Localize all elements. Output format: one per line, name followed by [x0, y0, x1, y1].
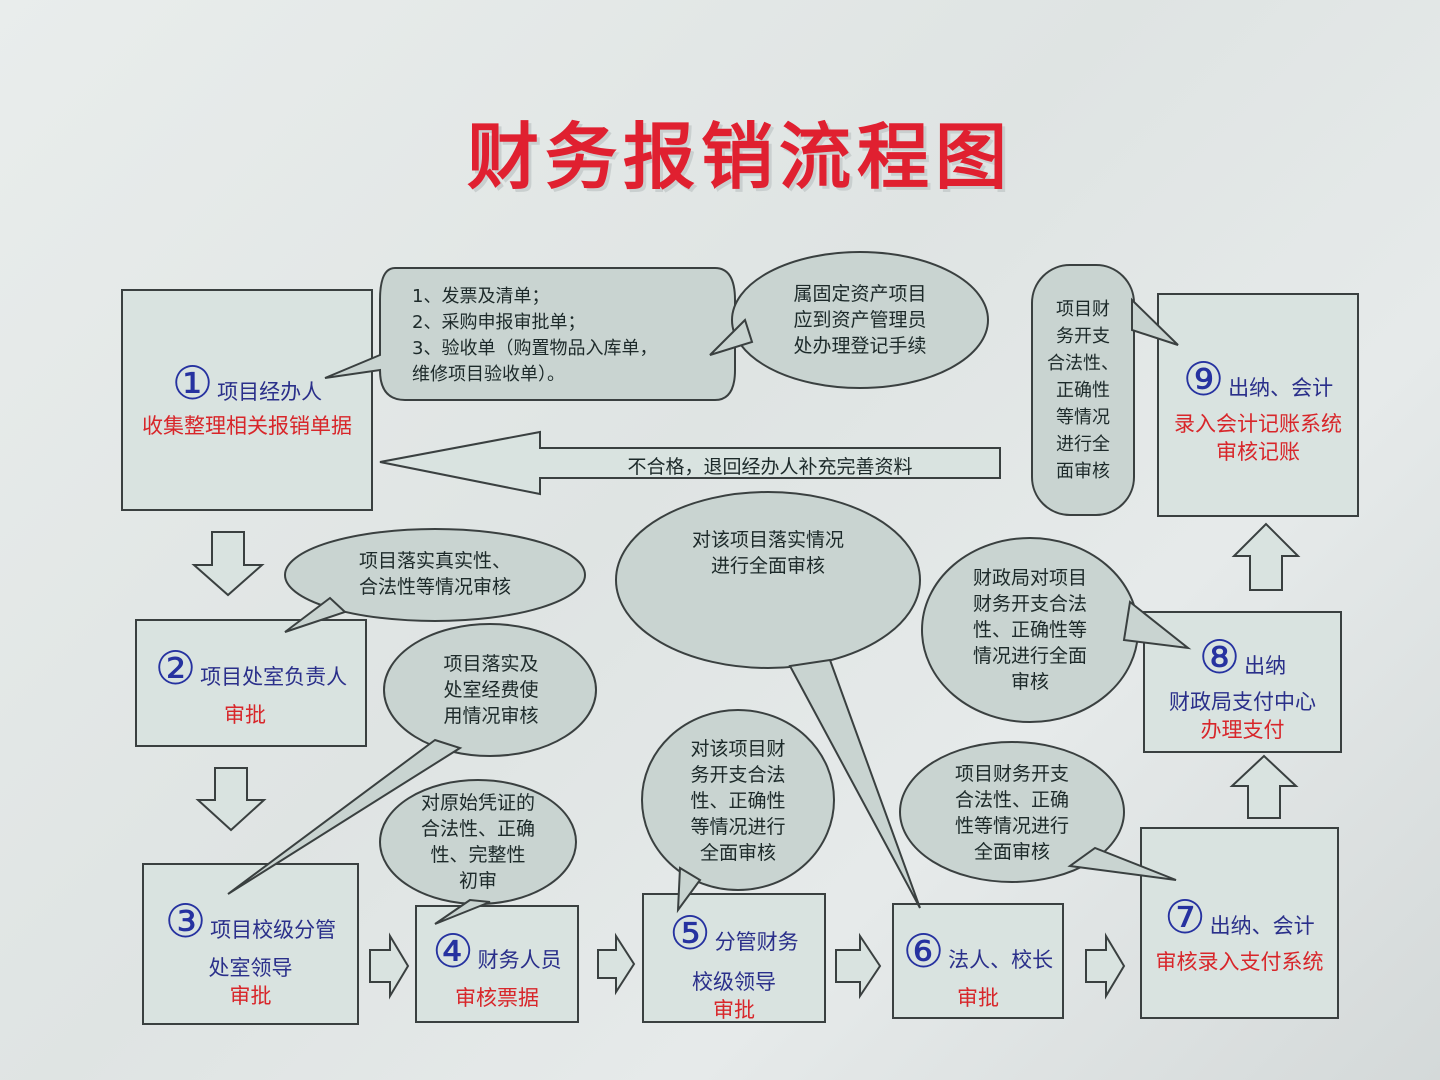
- step-7-box: [1140, 827, 1339, 1019]
- step-7: ⑦ 出纳、会计 审核录入支付系统: [1141, 894, 1338, 976]
- step-5-number: ⑤: [669, 906, 711, 960]
- return-arrow: [379, 430, 1001, 496]
- bubble-step4: 对原始凭证的 合法性、正确 性、完整性 初审: [420, 792, 535, 892]
- step-6-role: 法人、校长: [948, 948, 1054, 972]
- bubble-step2-shape: [284, 528, 586, 622]
- bubble-step5-tail: [676, 866, 702, 914]
- step-6-action: 审批: [957, 986, 999, 1010]
- step-3-role: 项目校级分管: [210, 918, 337, 942]
- step-5-role: 分管财务: [714, 930, 799, 954]
- step-9-action-line2: 审核记账: [1216, 440, 1300, 464]
- step-1: ① 项目经办人 收集整理相关报销单据: [122, 360, 372, 440]
- step-8-action: 办理支付: [1200, 718, 1285, 742]
- bubble-step3: 项目落实及 处室经费使 用情况审核: [443, 653, 539, 727]
- bubble-step7: 项目财务开支 合法性、正确 性等情况进行 全面审核: [954, 763, 1069, 863]
- down-arrow-2-3: [195, 767, 267, 832]
- bubble-step2: 项目落实真实性、 合法性等情况审核: [358, 550, 511, 598]
- right-arrow-3-4: [369, 932, 410, 1000]
- step-3-action: 审批: [229, 984, 272, 1008]
- step-1-action: 收集整理相关报销单据: [142, 414, 352, 438]
- bubble-step2-tail: [284, 596, 347, 633]
- page-title: 财务报销流程图: [466, 115, 1013, 199]
- return-arrow-label: 不合格，退回经办人补充完善资料: [627, 456, 913, 478]
- bubble-step8-tail: [1122, 600, 1192, 650]
- bubble-docs: 1、发票及清单； 2、采购申报审批单； 3、验收单（购置物品入库单， 维修项目验…: [412, 286, 658, 385]
- bubble-step7-shape: [899, 741, 1125, 883]
- step-5-action: 审批: [713, 998, 755, 1022]
- step-1-box: [121, 289, 373, 511]
- step-7-action: 审核录入支付系统: [1155, 950, 1324, 974]
- step-2-number: ②: [154, 641, 197, 695]
- bubble-assets-tail: [709, 318, 754, 356]
- step-4-role: 财务人员: [477, 948, 562, 972]
- bubble-step9-shape: [1031, 264, 1135, 516]
- step-9: ⑨ 出纳、会计 录入会计记账系统 审核记账: [1158, 356, 1358, 466]
- step-9-number: ⑨: [1182, 352, 1225, 406]
- step-8-box: [1143, 611, 1342, 753]
- bubble-step6-shape: [615, 491, 921, 669]
- right-arrow-4-5: [597, 932, 636, 996]
- step-4: ④ 财务人员 审核票据: [416, 928, 578, 1012]
- step-4-action: 审核票据: [455, 986, 539, 1010]
- step-5-box: [642, 893, 826, 1023]
- step-6-number: ⑥: [902, 924, 945, 978]
- step-2-role: 项目处室负责人: [200, 665, 348, 689]
- step-2: ② 项目处室负责人 审批: [136, 645, 366, 729]
- bubble-step9-tail: [1131, 297, 1179, 346]
- step-9-box: [1157, 293, 1359, 517]
- step-8-role: 出纳: [1244, 654, 1287, 678]
- up-arrow-8-9: [1231, 522, 1301, 591]
- step-3-box: [142, 863, 359, 1025]
- step-8: ⑧ 出纳 财政局支付中心 办理支付: [1144, 634, 1341, 744]
- step-4-box: [415, 905, 579, 1023]
- up-arrow-7-8: [1229, 754, 1299, 819]
- step-8-number: ⑧: [1198, 630, 1241, 684]
- bubble-step6-tail: [788, 658, 921, 909]
- bubble-step7-tail: [1067, 846, 1177, 881]
- bubble-step9: 项目财 务开支 合法性、 正确性 等情况 进行全 面审核: [1047, 298, 1119, 482]
- bubble-step5-shape: [641, 709, 835, 891]
- step-9-role: 出纳、会计: [1228, 376, 1334, 400]
- bubble-step8: 财政局对项目 财务开支合法 性、正确性等 情况进行全面 审核: [972, 567, 1087, 693]
- bubble-step5: 对该项目财 务开支合法 性、正确性 等情况进行 全面审核: [690, 738, 786, 864]
- step-8-role-line2: 财政局支付中心: [1169, 690, 1316, 714]
- bubble-assets: 属固定资产项目 应到资产管理员 处办理登记手续: [793, 283, 927, 357]
- bubble-step4-tail: [434, 898, 491, 925]
- step-5: ⑤ 分管财务 校级领导 审批: [643, 910, 825, 1024]
- right-arrow-5-6: [835, 932, 882, 1000]
- bubble-docs-shape: [324, 267, 736, 401]
- step-7-role: 出纳、会计: [1209, 914, 1315, 938]
- step-9-action: 录入会计记账系统: [1174, 412, 1342, 436]
- bubble-step3-shape: [383, 623, 597, 757]
- step-1-role: 项目经办人: [217, 380, 323, 404]
- bubble-step3-tail: [227, 738, 463, 895]
- down-arrow-1-2: [191, 531, 265, 597]
- step-1-number: ①: [171, 356, 214, 410]
- step-6-box: [892, 903, 1064, 1019]
- bubble-assets-shape: [731, 251, 989, 389]
- step-3-role-line2: 处室领导: [208, 956, 293, 980]
- step-5-role-line2: 校级领导: [692, 970, 776, 994]
- step-6: ⑥ 法人、校长 审批: [893, 928, 1063, 1012]
- right-arrow-6-7: [1085, 932, 1126, 1000]
- step-3-number: ③: [164, 894, 207, 948]
- step-3: ③ 项目校级分管 处室领导 审批: [143, 898, 358, 1010]
- bubble-step6: 对该项目落实情况 进行全面审核: [691, 529, 844, 577]
- step-2-box: [135, 619, 367, 747]
- step-4-number: ④: [432, 924, 474, 978]
- step-7-number: ⑦: [1164, 890, 1206, 944]
- step-2-action: 审批: [224, 703, 266, 727]
